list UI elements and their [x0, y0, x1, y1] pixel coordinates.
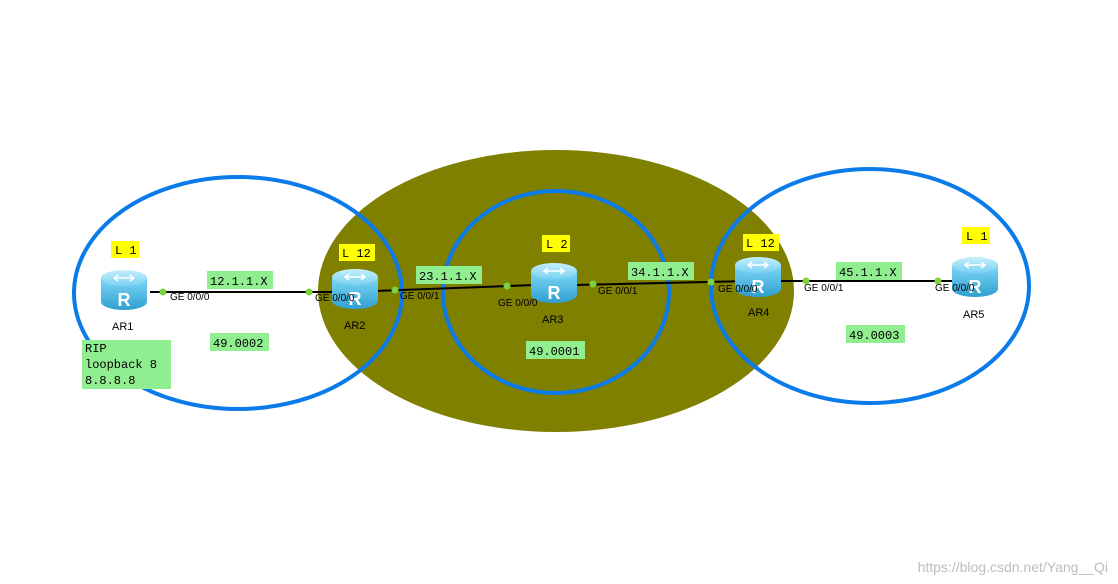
level-badge-bg	[339, 244, 375, 261]
subnet-label-45: 45.1.1.X	[839, 266, 897, 280]
port-label: GE 0/0/0	[935, 283, 975, 294]
router-icon	[531, 271, 577, 303]
port-label: GE 0/0/0	[315, 293, 355, 304]
level-badge-ar3: L 2	[546, 238, 568, 252]
port-dot	[159, 288, 167, 296]
subnet-label-bg	[416, 266, 482, 284]
router-ar4[interactable]: R	[735, 257, 781, 297]
router-glyph: R	[349, 289, 362, 309]
port-dot	[503, 282, 511, 290]
router-ar2[interactable]: R	[332, 269, 378, 309]
router-glyph: R	[118, 290, 131, 310]
router-name-ar2: AR2	[344, 320, 365, 332]
rip-note-line: 8.8.8.8	[85, 374, 135, 388]
area-label-bg	[526, 341, 585, 359]
port-dot	[802, 277, 810, 285]
rip-note-bg	[82, 340, 171, 389]
port-dot	[391, 286, 399, 294]
rip-note: RIP loopback 8 8.8.8.8	[82, 340, 171, 389]
router-arrows-icon	[746, 261, 770, 269]
level-badges: L 1 L 12 L 2 L 12 L 1	[111, 227, 990, 261]
area-labels: 49.0002 49.0001 49.0003	[210, 325, 905, 359]
router-icon	[952, 265, 998, 297]
level-badge-ar1: L 1	[115, 244, 137, 258]
area-left-outline	[72, 175, 404, 411]
subnet-label-bg	[836, 262, 902, 280]
router-icon	[101, 278, 147, 310]
router-name-ar4: AR4	[748, 307, 769, 319]
port-label: GE 0/0/1	[400, 291, 440, 302]
subnet-label-bg	[207, 271, 273, 289]
rip-note-line: RIP	[85, 342, 107, 356]
port-label: GE 0/0/0	[498, 298, 538, 309]
router-icon	[735, 265, 781, 297]
router-names: AR1 AR2 AR3 AR4 AR5	[112, 307, 984, 333]
router-glyph: R	[548, 283, 561, 303]
rip-note-line: loopback 8	[85, 358, 157, 372]
router-name-ar5: AR5	[963, 309, 984, 321]
router-ar3[interactable]: R	[531, 263, 577, 303]
port-dot	[305, 288, 313, 296]
port-labels: GE 0/0/0 GE 0/0/0 GE 0/0/1 GE 0/0/0 GE 0…	[170, 283, 975, 309]
port-dots	[159, 277, 942, 296]
link-ar3-ar4	[574, 280, 751, 286]
area-label-middle: 49.0001	[529, 345, 579, 359]
router-ar5[interactable]: R	[952, 257, 998, 297]
router-name-ar1: AR1	[112, 321, 133, 333]
subnet-label-23: 23.1.1.X	[419, 270, 477, 284]
router-ar1[interactable]: R	[101, 270, 147, 310]
router-glyph: R	[752, 277, 765, 297]
port-label: GE 0/0/0	[170, 292, 210, 303]
watermark: https://blog.csdn.net/Yang__Qi	[918, 559, 1108, 575]
level-badge-bg	[743, 234, 779, 251]
port-label: GE 0/0/1	[804, 283, 844, 294]
router-glyph: R	[969, 277, 982, 297]
router-arrows-icon	[542, 267, 566, 275]
area-label-bg	[210, 333, 269, 351]
links	[150, 280, 965, 293]
router-icon	[332, 277, 378, 309]
port-label: GE 0/0/0	[718, 284, 758, 295]
port-label: GE 0/0/1	[598, 286, 638, 297]
subnet-label-12: 12.1.1.X	[210, 275, 268, 289]
router-name-ar3: AR3	[542, 314, 563, 326]
port-dot	[707, 278, 715, 286]
level-badge-ar5: L 1	[966, 230, 988, 244]
subnet-label-34: 34.1.1.X	[631, 266, 689, 280]
area-label-right: 49.0003	[849, 329, 899, 343]
area-label-left: 49.0002	[213, 337, 263, 351]
area-middle-outline	[441, 189, 671, 395]
subnet-label-bg	[628, 262, 694, 280]
level-badge-ar2: L 12	[342, 247, 371, 261]
router-arrows-icon	[112, 274, 136, 282]
port-dot	[589, 280, 597, 288]
level-badge-ar4: L 12	[746, 237, 775, 251]
level-badge-bg	[962, 227, 990, 244]
area-label-bg	[846, 325, 905, 343]
port-dot	[934, 277, 942, 285]
area-right-outline	[709, 167, 1031, 405]
level-badge-bg	[111, 241, 139, 258]
router-arrows-icon	[963, 261, 987, 269]
subnet-labels: 12.1.1.X 23.1.1.X 34.1.1.X 45.1.1.X	[207, 262, 902, 289]
level-badge-bg	[542, 235, 570, 252]
router-arrows-icon	[343, 273, 367, 281]
